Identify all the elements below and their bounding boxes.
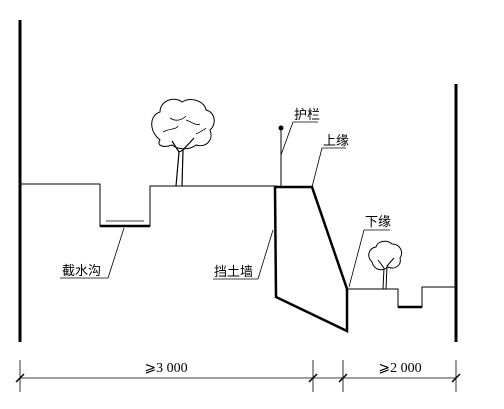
upper-edge-leader	[311, 147, 323, 188]
dimension-left-span: ⩾3 000	[144, 361, 187, 376]
large-tree	[151, 98, 215, 187]
guardrail-leader	[280, 121, 294, 156]
guardrail-top-dot	[278, 125, 284, 131]
upper-ground-line	[20, 183, 277, 227]
lower-edge-leader	[348, 229, 365, 288]
lower-ground-line	[347, 286, 456, 308]
retaining-wall-outline	[273, 185, 349, 333]
label-intercepting-ditch: 截水沟	[62, 264, 101, 279]
ditch-leader	[107, 227, 125, 279]
label-retaining-wall: 挡土墙	[214, 265, 253, 280]
small-tree	[368, 240, 403, 290]
dimension-right-span: ⩾2 000	[378, 361, 421, 376]
label-lower-edge: 下缘	[365, 215, 391, 230]
label-upper-edge: 上缘	[323, 134, 349, 149]
label-guardrail: 护栏	[294, 108, 320, 123]
dimension-line	[15, 360, 461, 392]
wall-leader	[257, 229, 274, 280]
